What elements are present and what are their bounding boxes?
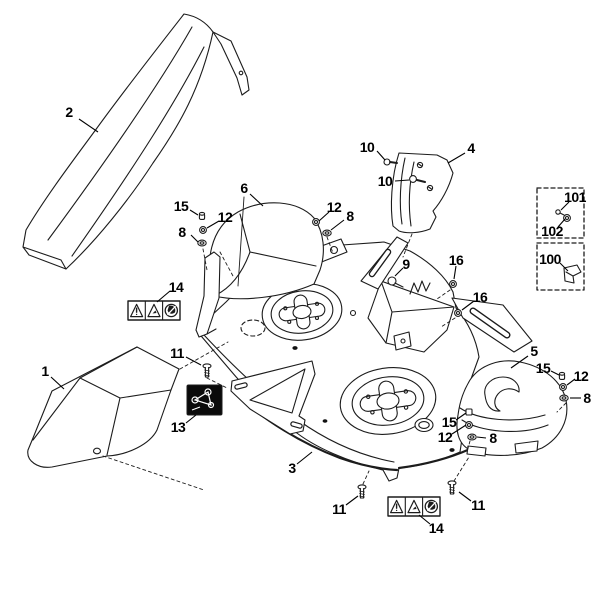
front-belt-cover-part-6 [195, 202, 324, 338]
leader-line-14-30 [418, 514, 431, 525]
screw-11-bottom-left [357, 484, 367, 499]
leader-line-12-22 [566, 378, 576, 386]
leader-line-15-24 [455, 412, 467, 421]
gusset-bracket-part-9 [360, 236, 409, 290]
leader-line-3-27 [296, 451, 313, 465]
leader-line-4-3 [447, 152, 466, 164]
belt-routing-label-13 [186, 384, 223, 416]
leader-line-13-19 [185, 414, 197, 424]
screw-part-10a [383, 158, 398, 166]
leader-line-6-4 [249, 193, 264, 207]
accessory-kit-box-2 [536, 242, 585, 291]
fastener-stack-left [197, 211, 207, 247]
right-belt-cover-part-5 [456, 360, 568, 457]
accessory-kit-box-1 [536, 187, 585, 239]
leader-line-8-7 [190, 234, 199, 243]
leader-line-1-18 [50, 376, 65, 390]
break-mark [409, 280, 431, 295]
leader-line-5-20 [510, 355, 529, 369]
leader-line-8-9 [330, 219, 345, 231]
leader-line-15-21 [550, 370, 560, 376]
nut-16b [454, 309, 462, 317]
leader-line-12-6 [206, 220, 220, 229]
assembly-line-thin [237, 196, 245, 287]
warning-label-14-top [127, 300, 181, 321]
right-spindle-housing [339, 367, 437, 435]
leader-line-11-28 [345, 495, 359, 506]
leader-line-15-5 [189, 209, 199, 216]
leader-line-12-25 [451, 424, 467, 435]
leader-line-14-16 [156, 290, 171, 303]
leader-line-2-0 [78, 118, 99, 133]
leader-line-10-2 [394, 179, 410, 182]
leader-line-101-10 [560, 201, 570, 211]
leader-line-10-1 [376, 150, 386, 161]
screw-11-left [202, 363, 212, 378]
screw-11-bottom-right [447, 480, 457, 495]
bracket-part-100 [563, 264, 582, 284]
leader-line-12-8 [318, 211, 330, 222]
leader-line-16-14 [453, 265, 457, 280]
front-frame-bracket [230, 360, 316, 435]
leader-line-100-12 [559, 262, 569, 272]
leader-line-11-17 [185, 356, 202, 366]
fastener-stack-right [558, 371, 569, 402]
leader-line-8-26 [476, 436, 487, 439]
screw-part-10b [409, 175, 426, 183]
mulch-cover-part-1 [27, 346, 180, 468]
leader-line-102-11 [557, 218, 566, 228]
discharge-chute-part-2 [22, 13, 250, 270]
assembly-guide-lines [102, 233, 567, 491]
leader-line-9-13 [394, 267, 404, 277]
callout-leader-lines [50, 118, 581, 525]
nut-16a [449, 280, 457, 288]
warning-label-14-bottom [387, 496, 441, 517]
leader-line-16-15 [461, 300, 475, 311]
left-spindle-housing [261, 283, 343, 341]
rear-deflector-part-4 [390, 152, 454, 234]
leader-line-11-29 [458, 491, 472, 502]
mowing-deck-part-3 [195, 236, 533, 482]
